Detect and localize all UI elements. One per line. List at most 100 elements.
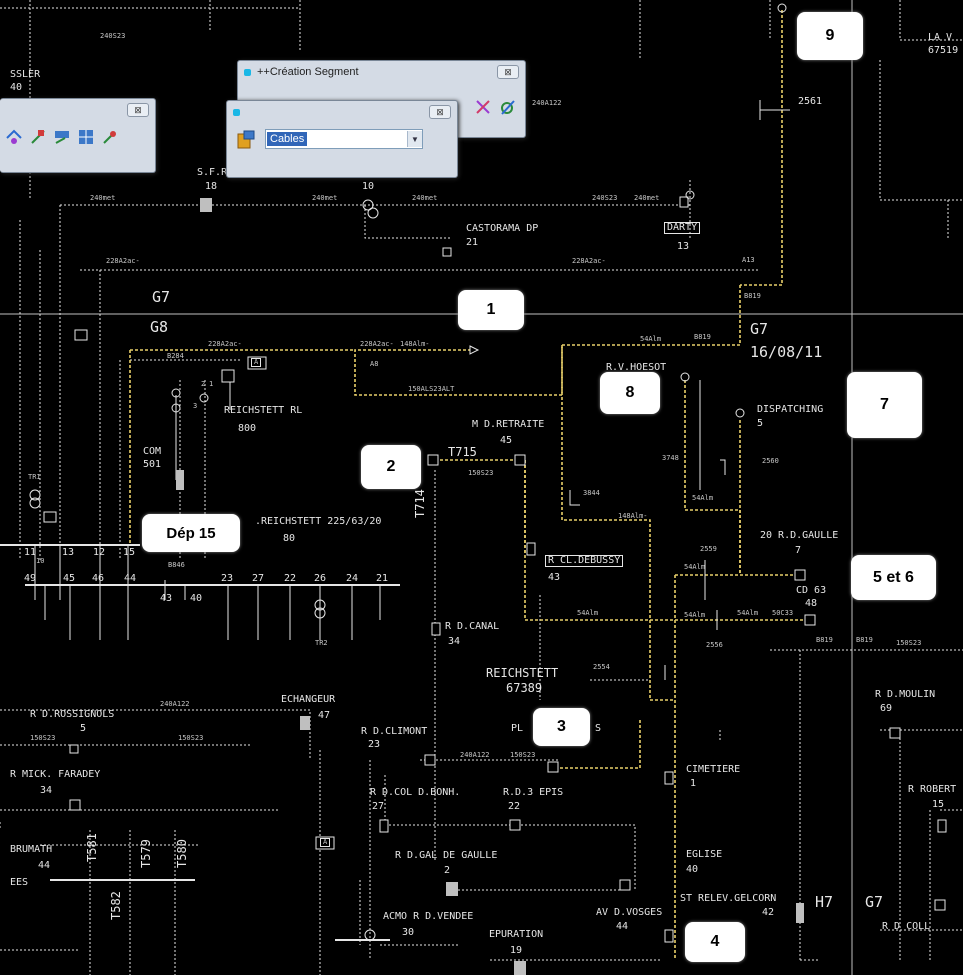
callout-4: 4 — [685, 922, 745, 962]
seg-228-3: 228A2ac- — [208, 340, 242, 348]
label-g8-left: G8 — [150, 318, 169, 336]
label-a-marker-2: A — [320, 838, 331, 847]
label-date: 16/08/11 — [750, 343, 823, 361]
label-brumath: BRUMATH — [10, 844, 53, 855]
label-t715: T715 — [448, 445, 477, 459]
label-gal-de-gaulle-num: 2 — [444, 865, 451, 876]
label-ssler: SSLER — [10, 69, 41, 80]
label-h7: H7 — [815, 893, 834, 911]
label-acmo-num: 30 — [402, 927, 415, 938]
seg-240met-3: 240met — [412, 194, 438, 202]
cables-window[interactable]: ⊠ Cables ▼ — [226, 100, 458, 178]
scissors-icon[interactable] — [473, 97, 493, 117]
seg-150s23-5: 150S23 — [896, 639, 922, 647]
window-app-icon — [233, 108, 240, 116]
label-reichstett-rl: REICHSTETT RL — [224, 405, 303, 416]
close-button[interactable]: ⊠ — [429, 105, 451, 119]
callout-1: 1 — [458, 290, 524, 330]
circle-arrow-icon[interactable] — [497, 97, 517, 117]
callout-8: 8 — [600, 372, 660, 414]
label-dispatching-num: 5 — [757, 418, 764, 429]
label-10: 10 — [362, 181, 375, 192]
seg-240met-4: 240met — [634, 194, 660, 202]
tool-icon[interactable] — [100, 127, 120, 147]
bus-bottom-9: 22 — [284, 573, 297, 584]
close-button[interactable]: ⊠ — [497, 65, 519, 79]
chevron-down-icon[interactable]: ▼ — [407, 131, 422, 147]
label-a13: A13 — [742, 256, 755, 264]
label-rd3epis: R.D.3 EPIS — [503, 787, 564, 798]
label-col-dbonh-num: 27 — [372, 801, 385, 812]
label-g7-right: G7 — [750, 320, 769, 338]
label-rd-climont: R D.CLIMONT — [361, 726, 428, 737]
tool-icon[interactable] — [4, 127, 24, 147]
bus-bottom-2: 45 — [63, 573, 76, 584]
label-com: COM — [143, 446, 162, 457]
label-reichstett-rl-num: 800 — [238, 423, 257, 434]
label-castorama: CASTORAMA DP — [466, 223, 539, 234]
label-castorama-num: 21 — [466, 237, 479, 248]
label-n10b: 10 — [36, 557, 45, 565]
label-t581: T581 — [85, 833, 99, 862]
tool-icon[interactable] — [52, 127, 72, 147]
label-acmo: ACMO R D.VENDEE — [383, 911, 474, 922]
label-epuration: EPURATION — [489, 929, 544, 940]
layer-select[interactable]: Cables ▼ — [265, 129, 423, 149]
label-cl-debussy: R CL.DEBUSSY — [545, 555, 624, 567]
label-av-vosges-num: 44 — [616, 921, 629, 932]
callout-7: 7 — [847, 372, 922, 438]
bus-bottom-10: 26 — [314, 573, 327, 584]
label-eglise: EGLISE — [686, 849, 723, 860]
label-2559: 2559 — [700, 545, 717, 553]
cables-window-titlebar[interactable]: ⊠ — [227, 101, 457, 123]
tool-icon[interactable] — [28, 127, 48, 147]
label-reichstett: REICHSTETT — [486, 666, 559, 680]
seg-150s23-4: 150S23 — [510, 751, 536, 759]
seg-148-2: 148Alm- — [618, 512, 648, 520]
label-3844: 3844 — [583, 489, 600, 497]
creation-segment-title: ++Création Segment — [257, 66, 359, 78]
label-reichstett-poste: .REICHSTETT 225/63/20 — [255, 516, 382, 527]
label-dispatching: DISPATCHING — [757, 404, 824, 415]
label-col-dbonh: R D.COL D.BONH. — [370, 787, 461, 798]
label-la-v: LA V — [928, 32, 953, 43]
label-st-relev: ST RELEV.GELCORN — [680, 893, 777, 904]
close-button[interactable]: ⊠ — [127, 103, 149, 117]
seg-228-4: 228A2ac- — [360, 340, 394, 348]
label-2556: 2556 — [706, 641, 723, 649]
seg-50c33: 50C33 — [772, 609, 794, 617]
label-de-gaulle-20-num: 7 — [795, 545, 802, 556]
creation-segment-titlebar[interactable]: ++Création Segment ⊠ — [238, 61, 525, 83]
label-pl: PL — [511, 723, 524, 734]
grid-icon[interactable] — [76, 127, 96, 147]
window-app-icon — [244, 68, 251, 76]
callout-3: 3 — [533, 708, 590, 746]
label-rd-moulin-num: 69 — [880, 703, 893, 714]
label-darty: DARTY — [664, 222, 701, 234]
seg-54alm-1: 54Alm — [640, 335, 662, 343]
label-la-v-num: 67519 — [928, 45, 959, 56]
label-echangeur-num: 47 — [318, 710, 331, 721]
label-b819-mid: B819 — [694, 333, 711, 341]
label-av-vosges: AV D.VOSGES — [596, 907, 663, 918]
seg-150s23-1: 150S23 — [468, 469, 494, 477]
label-de-gaulle-20: 20 R.D.GAULLE — [760, 530, 839, 541]
left-toolbar-window[interactable]: ⊠ — [0, 98, 156, 173]
label-3748: 3748 — [662, 454, 679, 462]
seg-240s23-2: 240S23 — [592, 194, 618, 202]
label-rossignols: R D.ROSSIGNOLS — [30, 709, 115, 720]
label-ees: EES — [10, 877, 29, 888]
label-reichstett-num: 67389 — [506, 681, 543, 695]
label-t714: T714 — [413, 489, 427, 518]
label-2554: 2554 — [593, 663, 610, 671]
left-toolbar-titlebar[interactable]: ⊠ — [0, 99, 155, 121]
label-2560: 2560 — [762, 457, 779, 465]
bus-bottom-11: 24 — [346, 573, 359, 584]
label-sf-r-num: 18 — [205, 181, 218, 192]
bus-top-2: 13 — [62, 547, 75, 558]
label-s: S — [595, 723, 602, 734]
label-st-relev-num: 42 — [762, 907, 775, 918]
label-darty-num: 13 — [677, 241, 690, 252]
label-rossignols-num: 5 — [80, 723, 87, 734]
